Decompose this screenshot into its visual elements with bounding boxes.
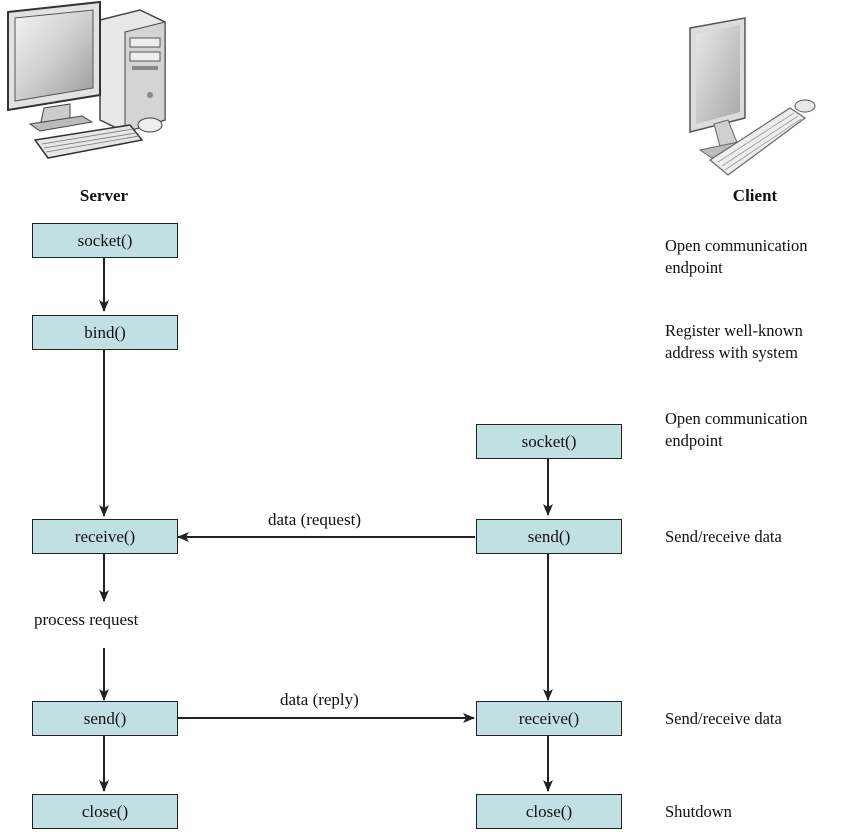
- desc-send-receive-2: Send/receive data: [665, 709, 782, 728]
- desc-line: address with system: [665, 343, 798, 362]
- desc-line: endpoint: [665, 431, 723, 450]
- server-bind-box: bind(): [32, 315, 178, 350]
- server-close-box: close(): [32, 794, 178, 829]
- server-title: Server: [79, 186, 129, 205]
- desc-shutdown: Shutdown: [665, 802, 732, 821]
- monitor-computer-icon: [689, 17, 816, 176]
- desc-line: Open communication: [665, 236, 808, 255]
- desktop-computer-icon: [7, 0, 166, 159]
- client-close-box: close(): [476, 794, 622, 829]
- client-title: Client: [732, 186, 778, 205]
- desc-send-receive-1: Send/receive data: [665, 527, 782, 546]
- server-send-box: send(): [32, 701, 178, 736]
- client-send-box: send(): [476, 519, 622, 554]
- server-receive-box: receive(): [32, 519, 178, 554]
- desc-open-endpoint-client: Open communication endpoint: [665, 408, 808, 452]
- server-socket-box: socket(): [32, 223, 178, 258]
- client-receive-box: receive(): [476, 701, 622, 736]
- desc-line: Register well-known: [665, 321, 803, 340]
- process-request-label: process request: [34, 610, 139, 629]
- request-message-label: data (request): [268, 510, 361, 529]
- reply-message-label: data (reply): [280, 690, 359, 709]
- desc-open-endpoint-server: Open communication endpoint: [665, 235, 808, 279]
- client-socket-box: socket(): [476, 424, 622, 459]
- desc-register-address: Register well-known address with system: [665, 320, 803, 364]
- desc-line: Open communication: [665, 409, 808, 428]
- desc-line: endpoint: [665, 258, 723, 277]
